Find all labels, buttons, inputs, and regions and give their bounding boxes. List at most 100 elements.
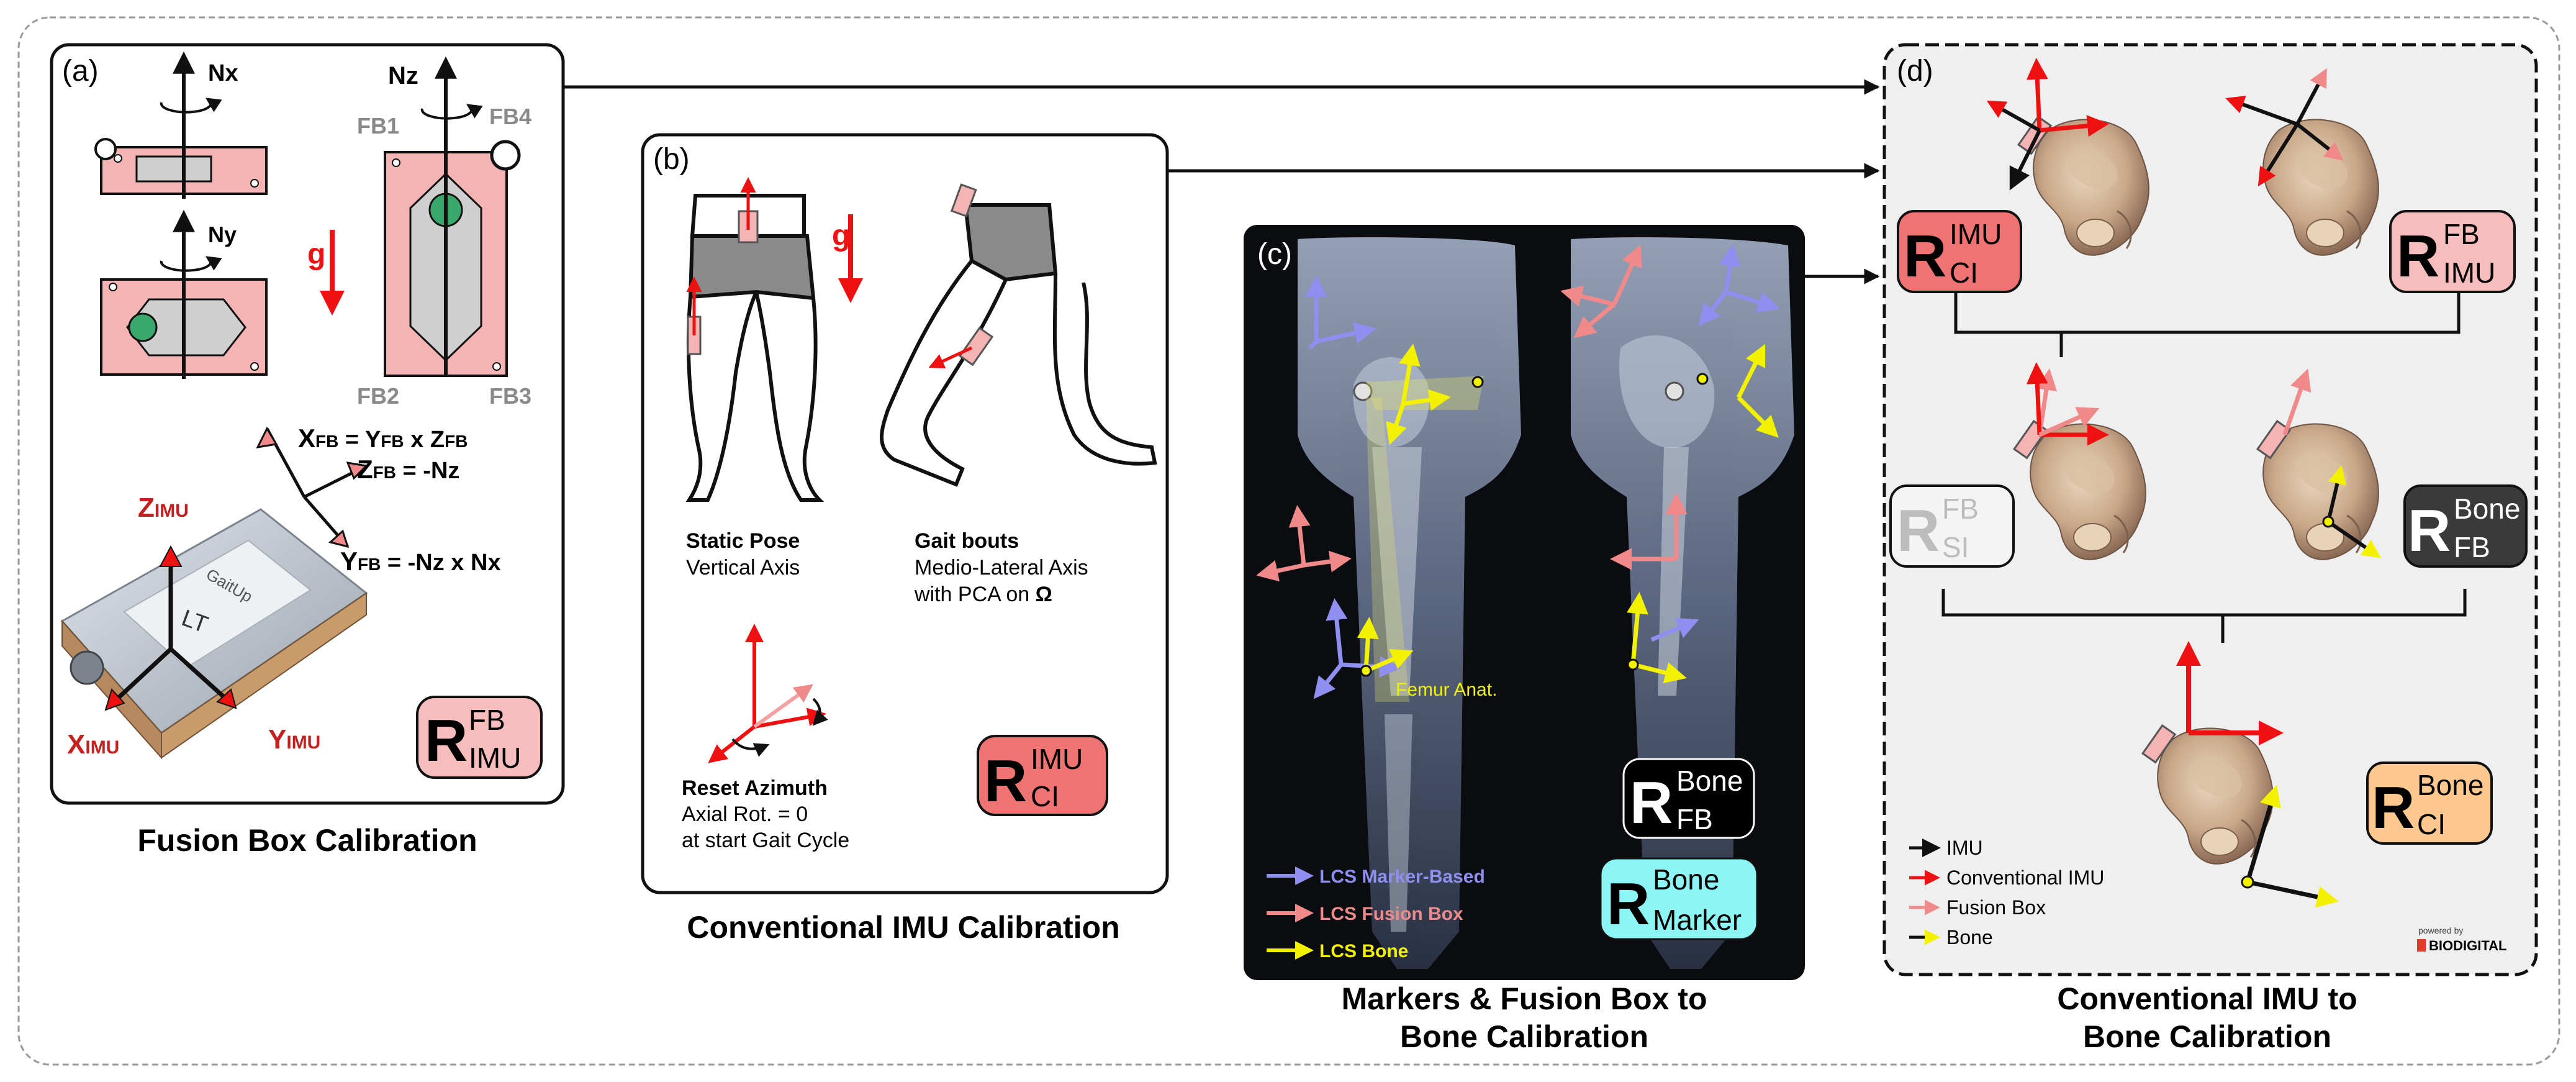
svg-text:FB: FB [2454,531,2490,563]
legend-fusion-box: Fusion Box [1946,896,2046,919]
lcs-fusion-box-triad [1256,505,1352,582]
badge-r-bone-ci-d: R Bone CI [2366,761,2493,845]
panel-c-caption-line1: Markers & Fusion Box to [1342,981,1707,1016]
badge-r-bone-fb-d: R Bone FB [2403,484,2528,568]
svg-text:Bone: Bone [1653,863,1719,896]
svg-text:FB: FB [1942,493,1979,525]
fb-triad-d1 [2225,68,2344,187]
eq-x-fb: XFB = YFB x ZFB [298,424,468,453]
xray-leg-icon [1298,237,1521,969]
rotation-arrow-icon [160,98,222,114]
static-pose-legs-icon [685,177,825,502]
svg-text:R: R [2372,775,2415,841]
imu-triad-d1 [1986,58,2109,191]
panel-d: (d) R IMU CI R FB IMU [1882,43,2538,1054]
panel-d-legend: IMU Conventional IMU Fusion Box Bone [1909,837,2104,948]
panel-d-caption-line1: Conventional IMU to [2057,981,2357,1016]
static-pose-sub: Vertical Axis [686,556,800,580]
panel-b: (b) g Static Pose Vertical Axis Gait bou… [641,133,1169,945]
svg-text:IMU: IMU [2443,257,2495,289]
rotation-arrow-icon [420,104,483,120]
svg-text:R: R [425,707,468,774]
svg-text:IMU: IMU [1031,743,1083,775]
badge-r-imu-ci-b: R IMU CI [977,735,1108,816]
gait-bouts-sub2: with PCA on Ω [914,583,1052,606]
gait-bouts-title: Gait bouts [915,529,1019,553]
panel-c-caption-line2: Bone Calibration [1400,1019,1648,1054]
bone-triad-d2 [2256,368,2381,558]
panel-a-tag: (a) [62,55,99,88]
panel-a-caption: Fusion Box Calibration [137,823,477,858]
svg-text:FB: FB [1676,803,1713,835]
legend-lcs-marker: LCS Marker-Based [1319,866,1485,887]
gait-bouts-legs-icon [880,183,1157,487]
eq-z-fb: ZFB = -Nz [357,455,459,484]
svg-text:CI: CI [1031,780,1059,812]
imu-triad-d2 [2013,362,2109,460]
biodigital-brand: BIODIGITAL [2429,938,2506,953]
panel-b-caption: Conventional IMU Calibration [687,910,1119,945]
panel-d-frame [1882,43,2538,976]
reset-azimuth-triad [708,624,828,763]
legend-imu: IMU [1946,837,1983,859]
legend-bone: Bone [1946,926,1993,948]
reset-azimuth-sub1: Axial Rot. = 0 [682,802,808,826]
legend-lcs-bone: LCS Bone [1319,941,1408,962]
badge-r-imu-ci-d: R IMU CI [1897,210,2022,293]
x-imu-label: XIMU [67,729,119,760]
svg-text:CI: CI [1950,257,1978,289]
svg-text:FB: FB [2443,218,2480,250]
panel-d-tag: (d) [1897,55,1933,88]
svg-text:R: R [2408,498,2451,564]
reset-azimuth-sub2: at start Gait Cycle [682,829,849,852]
imu-bone-triad-d3 [2141,641,2339,908]
panel-c-tag: (c) [1257,238,1292,271]
rotation-arrow-icon [160,256,222,272]
badge-r-fb-si-d: R FB SI [1889,484,2015,568]
reset-azimuth-title: Reset Azimuth [682,776,828,800]
badge-r-fb-imu-d: R FB IMU [2389,210,2516,293]
y-imu-label: YIMU [268,724,320,755]
static-pose-title: Static Pose [686,529,800,553]
panel-b-frame [641,133,1169,894]
powered-by-text: powered by [2418,925,2463,935]
panel-d-caption-line2: Bone Calibration [2083,1019,2331,1054]
gravity-label-b: g [832,219,850,252]
fusion-box-ny: Ny [100,209,268,379]
svg-text:FB: FB [469,704,505,736]
svg-text:CI: CI [2417,808,2446,840]
bracket-row1 [1954,292,2461,334]
nz-label: Nz [388,62,418,89]
fusion-box-nz: Nz FB1 FB4 FB2 FB3 [357,56,531,409]
panel-b-tag: (b) [653,143,690,176]
badge-r-bone-fb-c: R Bone FB [1622,758,1755,839]
svg-text:R: R [984,748,1027,814]
connector-arrows [563,79,1880,284]
svg-text:R: R [1897,498,1940,564]
bracket-row2 [1941,589,2467,617]
z-imu-label: ZIMU [138,493,189,523]
badge-r-bone-marker-c: R Bone Marker [1599,857,1758,940]
nx-label: Nx [208,60,238,86]
svg-text:R: R [2397,223,2439,289]
lcs-bone-triad [1357,343,1484,677]
svg-text:R: R [1630,770,1673,836]
svg-text:IMU: IMU [469,742,521,774]
svg-text:R: R [1607,871,1650,937]
eq-y-fb: YFB = -Nz x Nx [340,547,501,576]
svg-text:IMU: IMU [1950,218,2002,250]
svg-text:Bone: Bone [2417,769,2483,801]
fusion-box-nx: Nx [94,51,268,199]
svg-text:R: R [1904,223,1946,289]
lcs-triads-right [1560,244,1780,684]
legend-conventional-imu: Conventional IMU [1946,866,2104,889]
ny-label: Ny [208,222,237,247]
legend-lcs-fusion-box: LCS Fusion Box [1319,904,1463,924]
panel-c-legend: LCS Marker-Based LCS Fusion Box LCS Bone [1267,866,1485,962]
badge-r-fb-imu-a: R FB IMU [416,696,543,779]
svg-text:Bone: Bone [2454,493,2520,525]
fb4-label: FB4 [489,104,531,129]
svg-text:Marker: Marker [1653,904,1742,936]
svg-text:SI: SI [1942,531,1969,563]
